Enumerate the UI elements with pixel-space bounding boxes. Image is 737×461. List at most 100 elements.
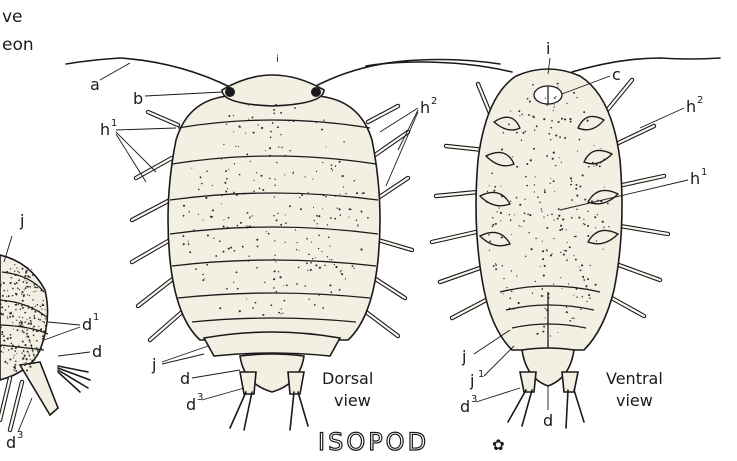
texture-speckle (294, 107, 296, 109)
texture-speckle (588, 166, 590, 168)
texture-speckle (561, 118, 563, 120)
texture-speckle (22, 307, 24, 309)
texture-speckle (339, 194, 340, 195)
texture-speckle (315, 157, 316, 158)
texture-speckle (573, 255, 574, 256)
texture-speckle (7, 338, 9, 340)
texture-speckle (607, 203, 609, 205)
texture-speckle (511, 291, 513, 293)
texture-speckle (327, 256, 328, 257)
texture-speckle (201, 183, 202, 184)
texture-speckle (566, 311, 568, 313)
texture-speckle (331, 259, 332, 260)
texture-speckle (501, 149, 502, 150)
texture-speckle (30, 345, 32, 347)
texture-speckle (7, 363, 8, 364)
texture-speckle (341, 273, 343, 275)
texture-speckle (360, 248, 362, 250)
texture-speckle (509, 242, 510, 243)
texture-speckle (0, 351, 2, 353)
texture-speckle (488, 234, 489, 235)
texture-speckle (22, 358, 24, 360)
texture-speckle (27, 351, 29, 353)
texture-speckle (274, 179, 275, 180)
texture-speckle (26, 282, 28, 284)
label-h1-sup: 1 (701, 167, 707, 178)
texture-speckle (545, 308, 546, 309)
texture-speckle (238, 126, 240, 128)
texture-speckle (508, 124, 510, 126)
texture-speckle (22, 330, 24, 332)
texture-speckle (0, 285, 1, 286)
texture-speckle (28, 353, 29, 354)
texture-speckle (548, 293, 549, 294)
texture-speckle (352, 265, 354, 267)
texture-speckle (249, 256, 250, 257)
texture-speckle (358, 224, 359, 225)
texture-speckle (583, 279, 585, 281)
texture-speckle (183, 243, 185, 245)
texture-speckle (559, 229, 561, 231)
texture-speckle (249, 216, 250, 217)
texture-speckle (594, 216, 596, 218)
texture-speckle (45, 309, 46, 310)
texture-speckle (596, 164, 598, 166)
texture-speckle (273, 278, 275, 280)
texture-speckle (521, 114, 523, 116)
texture-speckle (27, 286, 28, 287)
texture-speckle (9, 316, 11, 318)
texture-speckle (585, 285, 587, 287)
texture-speckle (21, 353, 22, 354)
texture-speckle (553, 180, 555, 182)
texture-speckle (278, 271, 279, 272)
texture-speckle (230, 247, 232, 249)
texture-speckle (189, 251, 191, 253)
texture-speckle (550, 139, 551, 140)
texture-speckle (512, 156, 513, 157)
texture-speckle (592, 162, 594, 164)
texture-speckle (313, 207, 314, 208)
texture-speckle (523, 220, 525, 222)
texture-speckle (553, 238, 554, 239)
texture-speckle (37, 350, 39, 352)
texture-speckle (576, 97, 577, 98)
texture-speckle (3, 340, 5, 342)
texture-speckle (587, 235, 589, 237)
texture-speckle (7, 316, 8, 317)
texture-speckle (4, 345, 5, 346)
texture-speckle (525, 256, 526, 257)
texture-speckle (586, 301, 587, 302)
texture-speckle (227, 227, 229, 229)
texture-speckle (341, 270, 342, 271)
texture-speckle (228, 169, 229, 170)
texture-speckle (280, 224, 282, 226)
texture-speckle (542, 250, 544, 252)
title-ornament-icon: ✿ (492, 436, 505, 454)
texture-speckle (233, 192, 235, 194)
texture-speckle (534, 129, 535, 130)
texture-speckle (262, 189, 264, 191)
label-j1-sup: 1 (478, 369, 484, 380)
texture-speckle (225, 191, 227, 193)
texture-speckle (286, 284, 288, 286)
texture-speckle (14, 264, 15, 265)
texture-speckle (542, 241, 543, 242)
texture-speckle (594, 166, 595, 167)
texture-speckle (576, 296, 577, 297)
texture-speckle (331, 168, 333, 170)
texture-speckle (304, 285, 306, 287)
texture-speckle (307, 270, 308, 271)
texture-speckle (518, 302, 520, 304)
texture-speckle (588, 294, 590, 296)
texture-speckle (243, 193, 245, 195)
texture-speckle (274, 105, 276, 107)
texture-speckle (283, 285, 284, 286)
texture-speckle (295, 229, 296, 230)
texture-speckle (298, 267, 300, 269)
texture-speckle (493, 190, 495, 192)
texture-speckle (600, 200, 602, 202)
label-i: i (546, 39, 550, 58)
texture-speckle (293, 172, 294, 173)
texture-speckle (205, 197, 207, 199)
